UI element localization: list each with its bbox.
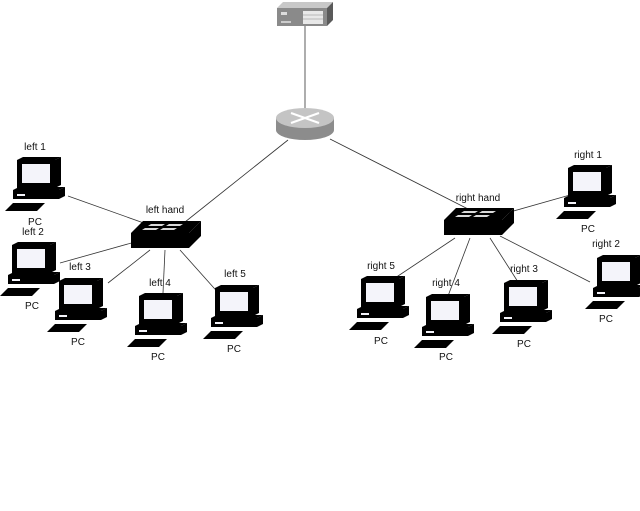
pc-name: left 3 xyxy=(69,262,91,273)
pc-icon xyxy=(585,255,640,309)
pc-type: PC xyxy=(599,314,613,325)
pc-icon xyxy=(5,157,65,211)
pc-name: right 4 xyxy=(432,278,460,289)
pc-right-5[interactable]: right 5 PC xyxy=(349,261,409,347)
server-icon[interactable] xyxy=(277,2,333,26)
right-switch-label: right hand xyxy=(456,193,500,204)
link-left2 xyxy=(59,241,136,264)
pc-icon xyxy=(492,280,552,334)
router-icon[interactable] xyxy=(276,108,334,140)
pc-type: PC xyxy=(151,352,165,363)
pc-left-5[interactable]: left 5 PC xyxy=(203,269,263,355)
pc-type: PC xyxy=(581,224,595,235)
left-switch[interactable]: left hand xyxy=(131,205,201,248)
pc-left-2[interactable]: left 2 PC xyxy=(0,227,60,312)
pc-name: right 3 xyxy=(510,264,538,275)
pc-icon xyxy=(203,285,263,339)
link-left4 xyxy=(162,249,166,294)
pc-icon xyxy=(349,276,409,330)
pc-type: PC xyxy=(25,301,39,312)
left-pcs: left 1 PC left 2 PC left 3 PC left 4 PC … xyxy=(0,142,263,363)
pc-name: left 2 xyxy=(22,227,44,238)
pc-icon xyxy=(556,165,616,219)
link-left1 xyxy=(67,195,156,228)
pc-type: PC xyxy=(439,352,453,363)
pc-type: PC xyxy=(374,336,388,347)
link-right4 xyxy=(447,237,471,297)
pc-name: left 5 xyxy=(224,269,246,280)
pc-type: PC xyxy=(517,339,531,350)
pc-type: PC xyxy=(71,337,85,348)
right-switch[interactable]: right hand xyxy=(444,193,514,235)
pc-name: right 5 xyxy=(367,261,395,272)
switch-icon xyxy=(444,208,514,235)
pc-left-1[interactable]: left 1 PC xyxy=(5,142,65,228)
pc-name: right 1 xyxy=(574,150,602,161)
pc-icon xyxy=(127,293,187,347)
pc-right-1[interactable]: right 1 PC xyxy=(556,150,616,235)
left-switch-label: left hand xyxy=(146,205,184,216)
right-pcs: right 1 PC right 2 PC right 3 PC right 4… xyxy=(349,150,640,363)
link-right2 xyxy=(499,235,591,283)
link-router-right-switch xyxy=(329,138,471,211)
pc-left-4[interactable]: left 4 PC xyxy=(127,278,187,363)
link-right1 xyxy=(502,194,571,215)
pc-right-2[interactable]: right 2 PC xyxy=(585,239,640,325)
pc-right-4[interactable]: right 4 PC xyxy=(414,278,474,363)
pc-name: left 4 xyxy=(149,278,171,289)
pc-icon xyxy=(414,294,474,348)
link-right3 xyxy=(489,237,519,283)
pc-left-3[interactable]: left 3 PC xyxy=(47,262,107,348)
pc-right-3[interactable]: right 3 PC xyxy=(492,264,552,350)
pc-type: PC xyxy=(227,344,241,355)
link-left3 xyxy=(107,249,151,284)
links xyxy=(59,26,591,298)
pc-name: left 1 xyxy=(24,142,46,153)
pc-name: right 2 xyxy=(592,239,620,250)
pc-type: PC xyxy=(28,217,42,228)
pc-icon xyxy=(0,242,60,296)
switch-icon xyxy=(131,221,201,248)
link-router-left-switch xyxy=(184,139,289,223)
pc-icon xyxy=(47,278,107,332)
link-right5 xyxy=(391,237,456,281)
